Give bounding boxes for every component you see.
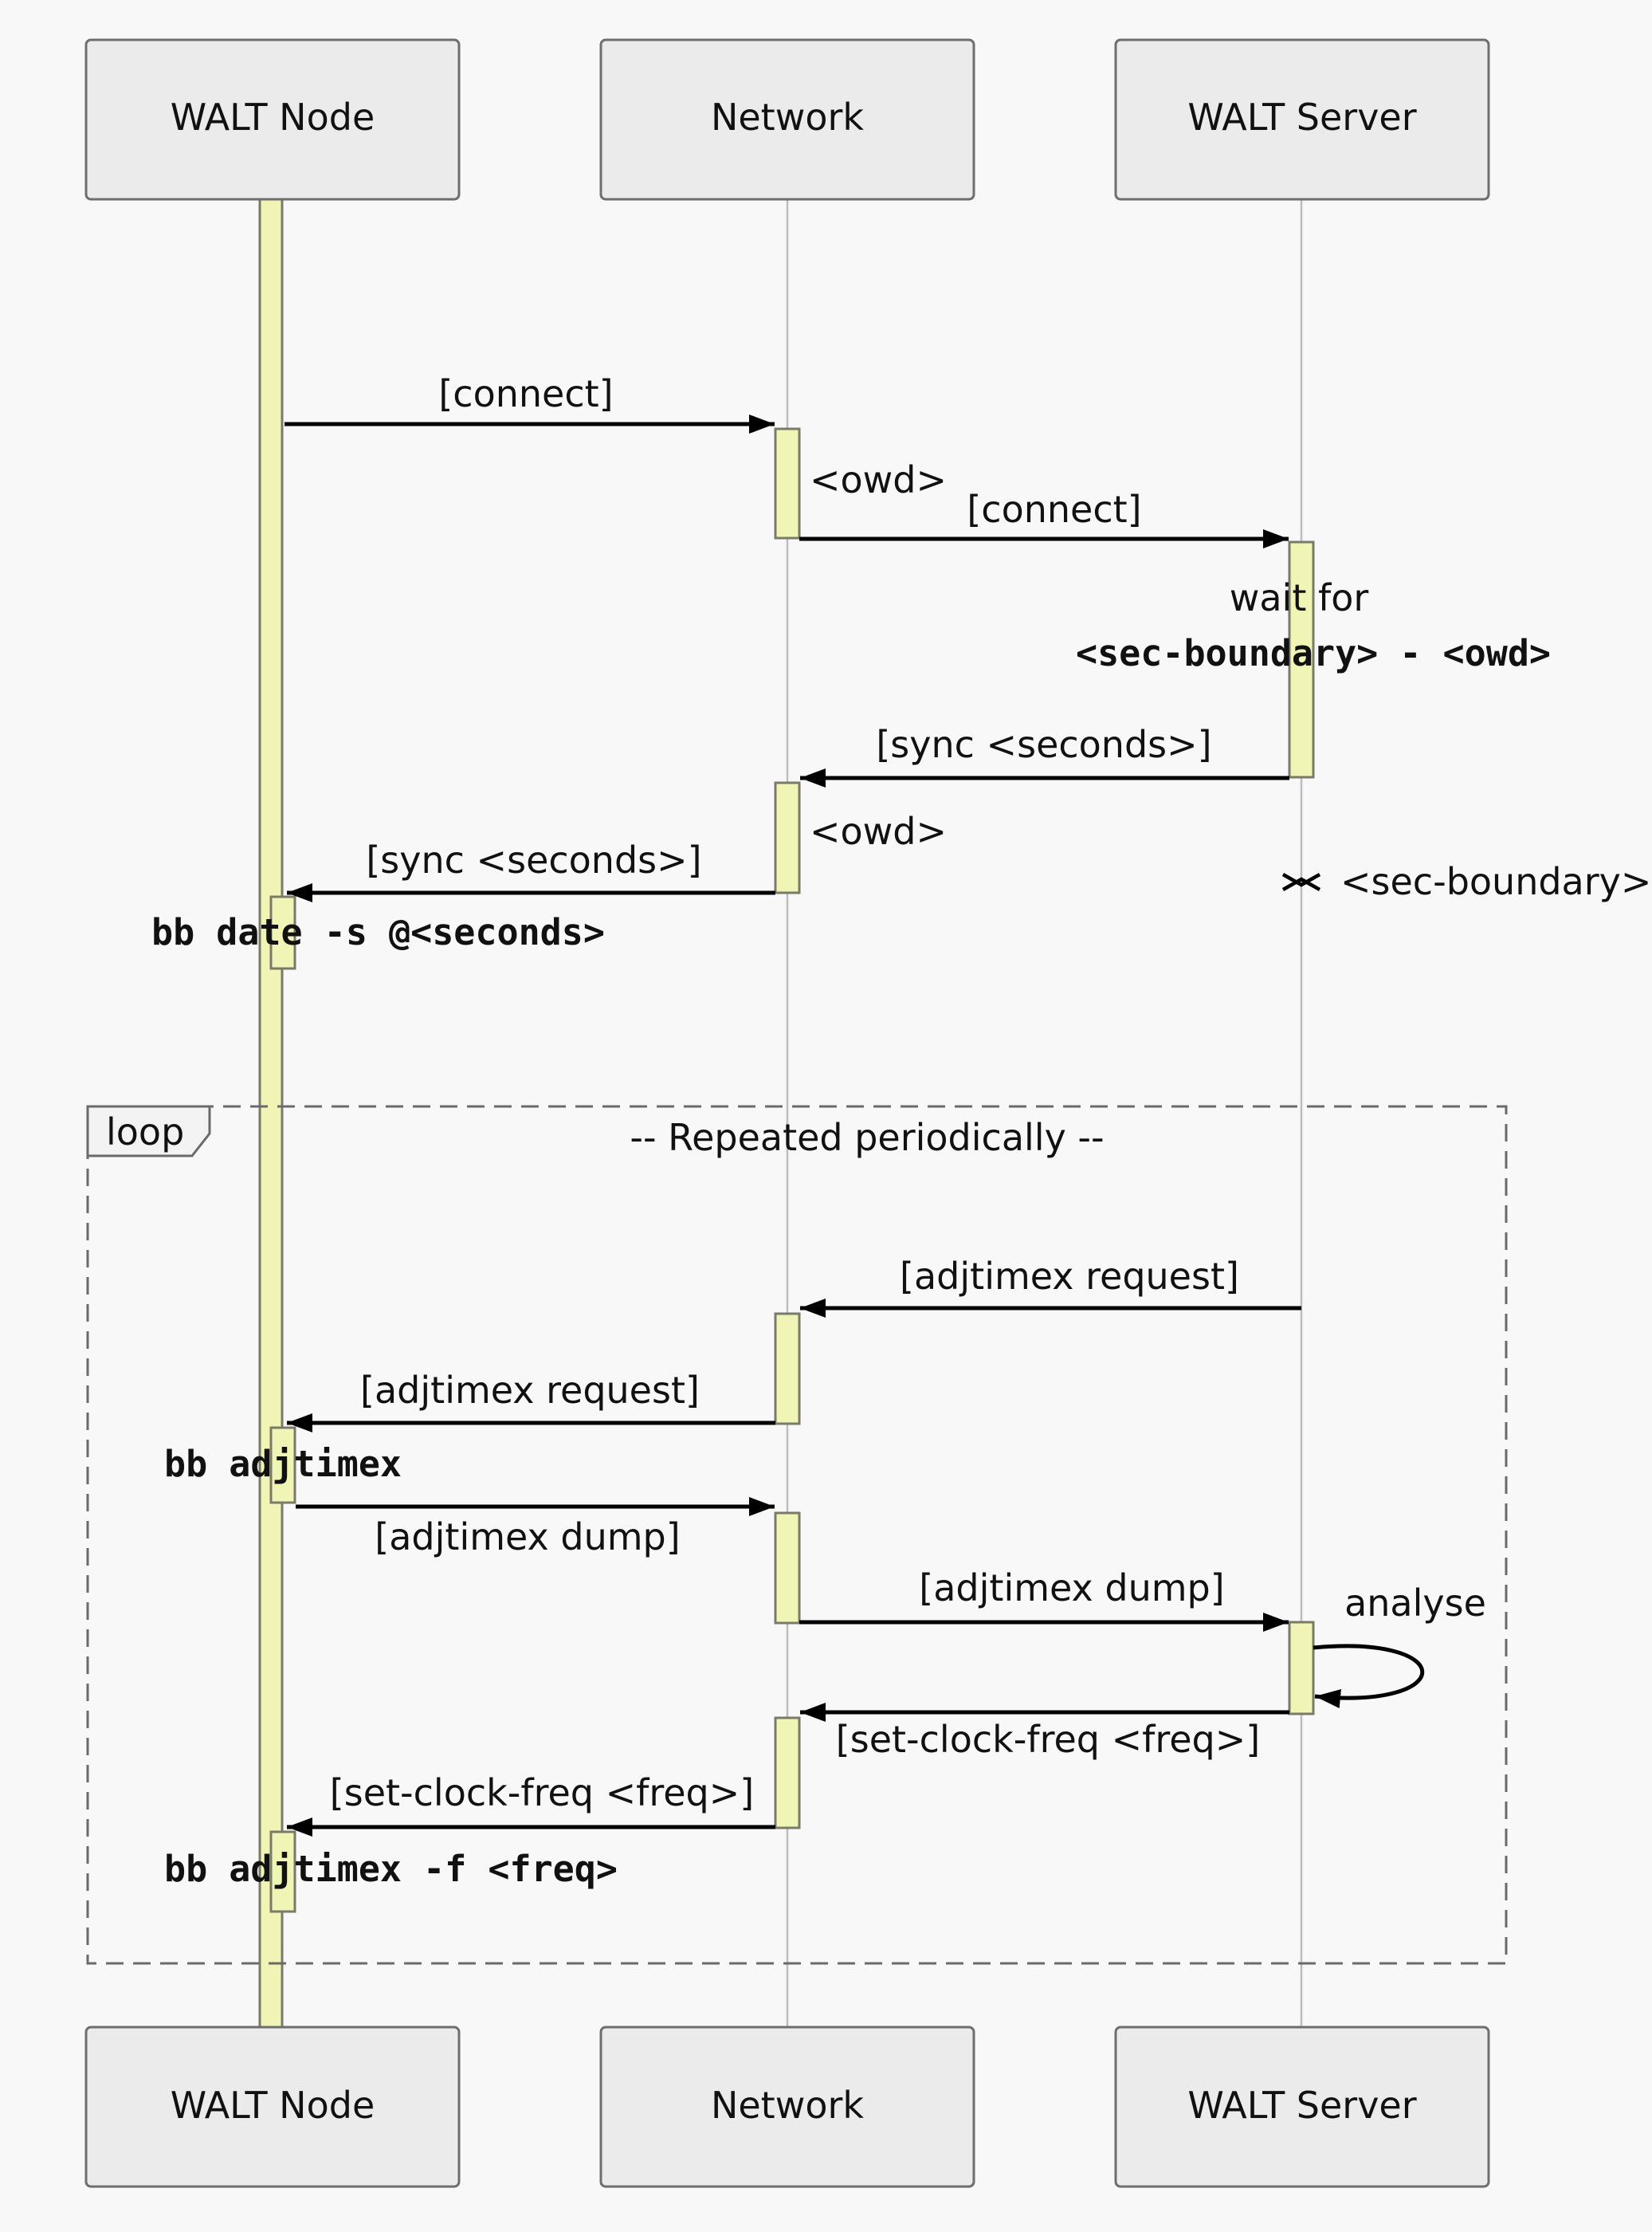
note-date-command: bb date -s @<seconds>	[151, 911, 605, 953]
activation-server-2	[1288, 1621, 1315, 1715]
svg-text:[adjtimex request]: [adjtimex request]	[900, 1255, 1239, 1298]
message-sync-1: [sync <seconds>]	[800, 723, 1289, 788]
svg-text:Network: Network	[711, 96, 864, 139]
svg-text:[sync <seconds>]: [sync <seconds>]	[876, 723, 1211, 766]
sec-boundary-marker: <sec-boundary>	[1281, 860, 1651, 903]
message-adjtimex-dump-1: [adjtimex dump]	[296, 1497, 775, 1558]
message-adjtimex-request-2: [adjtimex request]	[287, 1369, 775, 1432]
message-connect-2: [connect]	[799, 488, 1289, 548]
participant-bottom-network: Network	[599, 2026, 975, 2188]
activation-node-main	[258, 198, 284, 2030]
svg-text:[adjtimex dump]: [adjtimex dump]	[375, 1515, 680, 1558]
svg-text:[adjtimex dump]: [adjtimex dump]	[919, 1566, 1224, 1609]
activation-network-4	[774, 1511, 801, 1625]
activation-node-1	[269, 895, 296, 970]
message-adjtimex-dump-2: [adjtimex dump]	[799, 1566, 1289, 1632]
message-set-clock-freq-1: [set-clock-freq <freq>]	[800, 1703, 1289, 1761]
note-adjtimex-command: bb adjtimex	[164, 1443, 402, 1485]
svg-text:[adjtimex request]: [adjtimex request]	[360, 1369, 700, 1412]
svg-text:[sync <seconds>]: [sync <seconds>]	[366, 839, 701, 882]
svg-text:[connect]: [connect]	[438, 372, 613, 415]
loop-title: -- Repeated periodically --	[630, 1116, 1104, 1159]
activation-network-5	[774, 1716, 801, 1829]
svg-text:[set-clock-freq <freq>]: [set-clock-freq <freq>]	[836, 1718, 1260, 1761]
activation-node-2	[269, 1426, 296, 1504]
activation-network-3	[774, 1312, 801, 1425]
svg-text:WALT Server: WALT Server	[1187, 96, 1416, 139]
svg-text:WALT Node: WALT Node	[171, 96, 375, 139]
note-owd-1: <owd>	[810, 458, 947, 501]
activation-node-3	[269, 1830, 296, 1913]
message-connect-1: [connect]	[284, 372, 775, 434]
note-sec-boundary: <sec-boundary>	[1340, 860, 1651, 903]
message-adjtimex-request-1: [adjtimex request]	[800, 1255, 1301, 1318]
participant-bottom-node: WALT Node	[84, 2026, 461, 2188]
svg-text:WALT Node: WALT Node	[171, 2084, 375, 2127]
svg-text:[connect]: [connect]	[967, 488, 1141, 531]
note-wait-expression: <sec-boundary> - <owd>	[1076, 632, 1551, 674]
participant-top-network: Network	[599, 38, 975, 201]
message-set-clock-freq-2: [set-clock-freq <freq>]	[287, 1771, 775, 1837]
svg-text:analyse: analyse	[1344, 1582, 1486, 1625]
participant-top-node: WALT Node	[84, 38, 461, 201]
participant-bottom-server: WALT Server	[1114, 2026, 1490, 2188]
note-owd-2: <owd>	[810, 810, 947, 853]
note-adjtimex-freq-command: bb adjtimex -f <freq>	[164, 1848, 618, 1890]
activation-network-1	[774, 427, 801, 540]
loop-frame: loop -- Repeated periodically --	[86, 1105, 1508, 1965]
activation-network-2	[774, 781, 801, 894]
svg-text:[set-clock-freq <freq>]: [set-clock-freq <freq>]	[330, 1771, 754, 1814]
participant-top-server: WALT Server	[1114, 38, 1490, 201]
loop-tag: loop	[106, 1110, 184, 1153]
svg-text:WALT Server: WALT Server	[1187, 2084, 1416, 2127]
svg-text:Network: Network	[711, 2084, 864, 2127]
message-analyse-self: analyse	[1313, 1582, 1486, 1708]
note-wait-for: wait for	[1230, 576, 1369, 619]
activation-server-1	[1288, 540, 1315, 779]
message-sync-2: [sync <seconds>]	[287, 839, 775, 902]
